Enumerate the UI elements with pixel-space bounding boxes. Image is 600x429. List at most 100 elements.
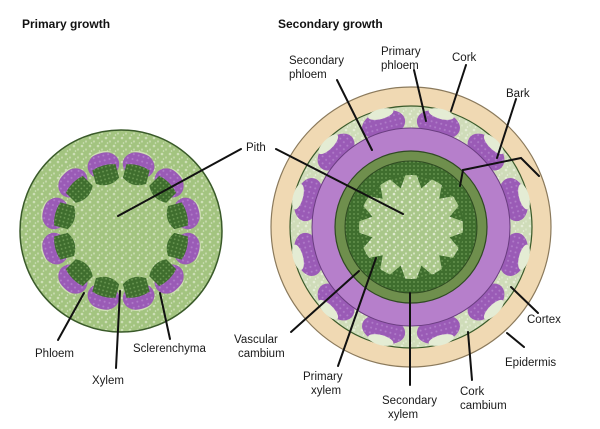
primary-phloem-leader: [413, 69, 427, 122]
vascular-bundle: [166, 197, 201, 230]
primary-xylem-wedge: [357, 204, 373, 222]
leader-lines: [57, 64, 540, 386]
epidermis-leader: [506, 332, 525, 348]
primary-xylem-wedge: [416, 173, 434, 189]
cortex-cap: [318, 134, 339, 155]
sclerenchyma-cap: [88, 151, 114, 160]
primary-xylem-tooth: [416, 173, 434, 189]
cork-cambium-leader: [467, 331, 473, 381]
secondary-pith-texture: [359, 175, 463, 279]
vascular-bundle: [149, 259, 186, 296]
cortex-cap: [368, 334, 394, 346]
sclerenchyma-cap: [41, 238, 50, 264]
sclerenchyma-cap: [41, 198, 50, 224]
primary-xylem-teeth: [357, 173, 465, 281]
xylem-tissue: [166, 232, 188, 260]
xylem-leader: [115, 290, 121, 369]
primary-growth-title: Primary growth: [22, 17, 110, 31]
primary-xylem-wedge: [439, 255, 455, 271]
primary-xylem-wedge: [367, 183, 383, 199]
bark-leader: [496, 98, 517, 159]
primary-xylem-tooth: [357, 232, 373, 250]
sclerenchyma-cap: [128, 302, 154, 311]
label-cork-cambium-1: Cork: [460, 386, 485, 398]
primary-xylem-tooth: [367, 183, 383, 199]
label-cork-cambium-2: cambium: [460, 400, 507, 412]
xylem-tissue: [122, 164, 150, 186]
primary-xylem-wedge: [449, 204, 465, 222]
cortex-cap: [318, 299, 339, 320]
xylem-tissue: [92, 276, 120, 298]
label-xylem: Xylem: [92, 375, 124, 387]
label-vascular-cambium-1: Vascular: [234, 334, 278, 346]
label-cork: Cork: [452, 52, 477, 64]
primary-xylem-tooth: [439, 255, 455, 271]
xylem-tissue: [122, 276, 150, 298]
label-secondary-xylem-2: xylem: [388, 409, 418, 421]
sclerenchyma-cap: [128, 151, 154, 160]
label-cortex: Cortex: [527, 314, 561, 326]
cortex-cap: [483, 299, 504, 320]
cortex-cap: [483, 134, 504, 155]
xylem-tissue: [54, 202, 76, 230]
primary-xylem-wedge: [416, 265, 434, 281]
primary-xylem-wedge: [357, 232, 373, 250]
vascular-bundle: [56, 166, 93, 203]
label-secondary-phloem-2: phloem: [289, 69, 327, 81]
cortex-cap: [518, 244, 530, 270]
label-primary-phloem-1: Primary: [381, 46, 421, 58]
label-secondary-xylem-1: Secondary: [382, 395, 437, 407]
sclerenchyma-cap: [192, 238, 201, 264]
vascular-bundle: [41, 197, 76, 230]
primary-xylem-wedge: [388, 265, 406, 281]
secondary-growth-stem: [270, 86, 552, 368]
xylem-tissue: [149, 259, 177, 287]
primary-growth-stem: [19, 129, 223, 333]
label-vascular-cambium-2: cambium: [238, 348, 285, 360]
vascular-bundle: [166, 232, 201, 265]
primary-xylem-wedge: [439, 183, 455, 199]
vascular-cambium-leader: [290, 270, 360, 333]
primary-xylem-tooth: [449, 232, 465, 250]
sclerenchyma-cap: [192, 198, 201, 224]
label-pith: Pith: [246, 142, 266, 154]
bark-bracket: [459, 156, 540, 187]
vascular-bundle: [41, 232, 76, 265]
primary-xylem-tooth: [357, 204, 373, 222]
sclerenchyma-leader: [159, 292, 171, 340]
label-primary-xylem-2: xylem: [311, 385, 341, 397]
primary-xylem-tooth: [416, 265, 434, 281]
label-secondary-phloem-1: Secondary: [289, 55, 344, 67]
cortex-cap: [292, 244, 304, 270]
cortex-cap: [428, 334, 454, 346]
secondary-growth-title: Secondary growth: [278, 17, 383, 31]
primary-xylem-tooth: [449, 204, 465, 222]
label-phloem: Phloem: [35, 348, 74, 360]
primary-xylem-tooth: [388, 173, 406, 189]
pith-leader-secondary: [275, 148, 404, 215]
primary-xylem-tooth: [388, 265, 406, 281]
pith-leader-primary: [117, 148, 242, 217]
cortex-cap: [428, 108, 454, 120]
cortex-cap: [368, 108, 394, 120]
vascular-bundle: [122, 151, 155, 186]
vascular-bundle: [122, 276, 155, 311]
primary-xylem-wedge: [388, 173, 406, 189]
xylem-tissue: [166, 202, 188, 230]
vascular-bundle: [87, 151, 120, 186]
label-sclerenchyma: Sclerenchyma: [133, 343, 206, 355]
primary-xylem-tooth: [439, 183, 455, 199]
cortex-leader: [510, 286, 539, 314]
primary-ground-texture: [21, 131, 221, 331]
label-primary-xylem-1: Primary: [303, 371, 343, 383]
sclerenchyma-cap: [88, 302, 114, 311]
xylem-tissue: [54, 232, 76, 260]
primary-xylem-leader: [337, 257, 377, 367]
cortex-cap: [292, 184, 304, 210]
xylem-tissue: [92, 164, 120, 186]
secondary-phloem-leader: [336, 79, 373, 151]
label-epidermis: Epidermis: [505, 357, 556, 369]
xylem-tissue: [65, 259, 93, 287]
cortex-cap: [518, 184, 530, 210]
